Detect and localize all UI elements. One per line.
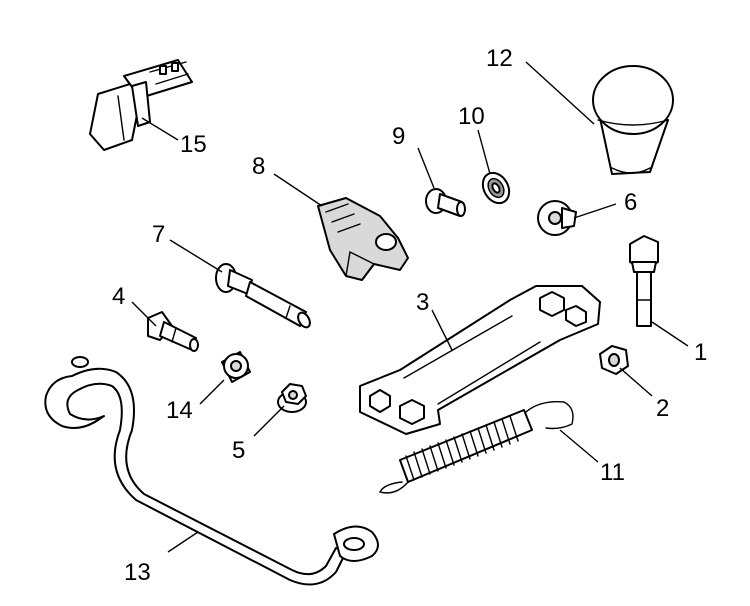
part-4-small-bolt	[147, 311, 199, 352]
callout-6: 6	[624, 189, 637, 216]
part-5-flange-nut	[277, 383, 307, 413]
callout-14: 14	[166, 397, 193, 424]
part-2-hex-nut	[599, 345, 629, 375]
callout-11: 11	[600, 459, 625, 486]
leader-6	[573, 203, 617, 219]
callout-7: 7	[152, 221, 165, 248]
leader-lines	[131, 61, 689, 553]
leader-13	[167, 531, 199, 553]
leader-15	[141, 117, 179, 141]
part-12-knob	[592, 65, 674, 175]
part-8-rocker-arm	[317, 197, 409, 281]
part-3-wrench-plate	[359, 285, 601, 435]
leader-2	[619, 367, 653, 397]
callout-3: 3	[416, 289, 429, 316]
part-9-shoulder-bolt	[425, 188, 466, 217]
part-14-spacer	[221, 351, 251, 383]
part-10-bearing	[481, 171, 511, 205]
leader-3	[431, 309, 453, 351]
leader-5	[253, 405, 285, 437]
leader-14	[199, 379, 225, 405]
callout-5: 5	[232, 437, 245, 464]
leader-10	[477, 129, 491, 175]
part-1-hex-bolt	[629, 235, 659, 327]
callout-13: 13	[124, 559, 151, 586]
callout-labels: 1 2 3 4 5 6 7 8 9 10 11 12 13 14 15	[112, 45, 707, 586]
callout-10: 10	[458, 103, 485, 130]
callout-15: 15	[180, 131, 207, 158]
part-11-spring	[378, 401, 574, 494]
part-6-bushing	[537, 200, 577, 236]
callout-8: 8	[252, 153, 265, 180]
leader-4	[131, 301, 157, 327]
callout-1: 1	[694, 339, 707, 366]
callout-12: 12	[486, 45, 513, 72]
callout-9: 9	[392, 123, 405, 150]
part-13-bent-rod	[44, 356, 379, 586]
leader-1	[651, 321, 689, 347]
callout-4: 4	[112, 283, 125, 310]
leader-7	[169, 239, 223, 273]
part-7-long-pin	[215, 263, 311, 329]
part-15-latch-clip	[89, 59, 193, 151]
leader-9	[417, 147, 435, 189]
leader-8	[273, 173, 323, 207]
leader-11	[559, 429, 599, 463]
leader-12	[525, 61, 595, 125]
callout-2: 2	[656, 395, 669, 422]
